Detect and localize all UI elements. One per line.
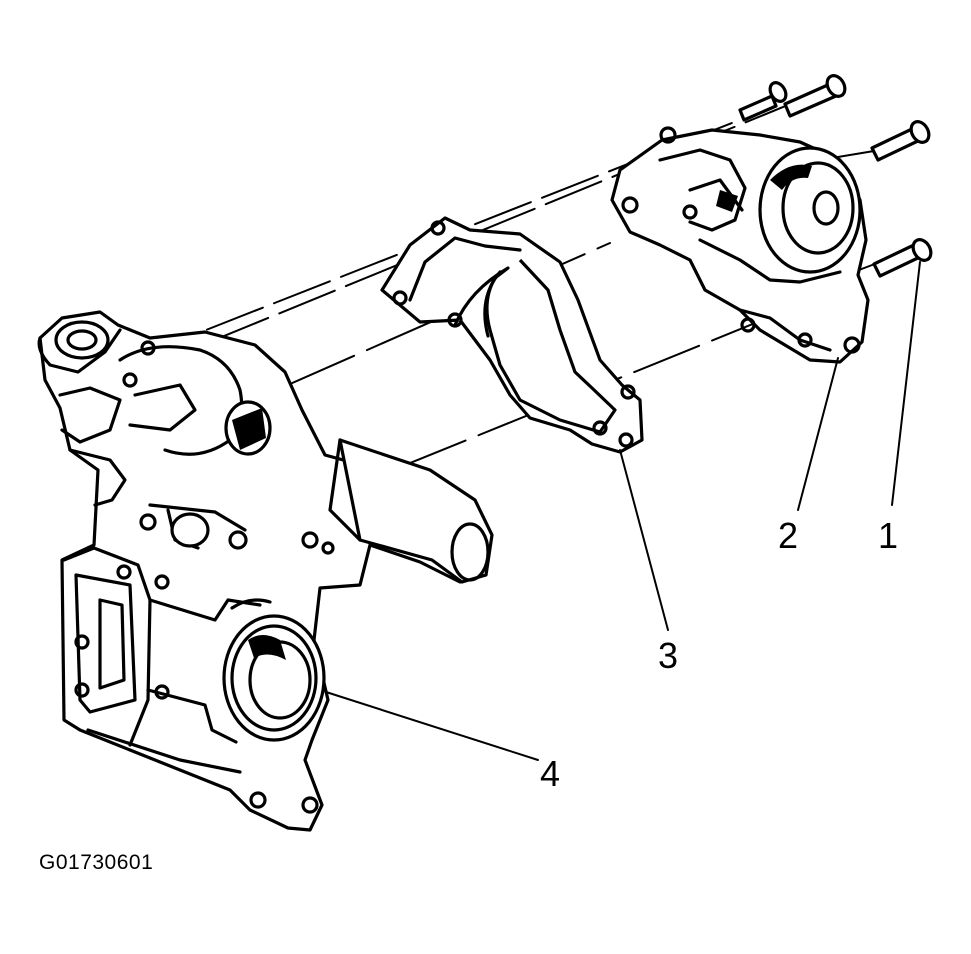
figure-id-label: G01730601 bbox=[39, 851, 154, 874]
bolt-1 bbox=[738, 81, 788, 122]
bolt-2 bbox=[783, 74, 847, 118]
bolt-4 bbox=[872, 238, 933, 278]
callout-4: 4 bbox=[540, 753, 560, 794]
engine-front-cover bbox=[37, 310, 494, 832]
callout-1: 1 bbox=[878, 515, 898, 556]
water-pump-gasket bbox=[380, 216, 644, 454]
leader-lines bbox=[325, 261, 921, 761]
callout-2: 2 bbox=[778, 515, 798, 556]
water-pump bbox=[610, 126, 870, 364]
water-pump-bolts bbox=[738, 74, 933, 278]
callout-3: 3 bbox=[658, 635, 678, 676]
bolt-3 bbox=[870, 120, 931, 162]
